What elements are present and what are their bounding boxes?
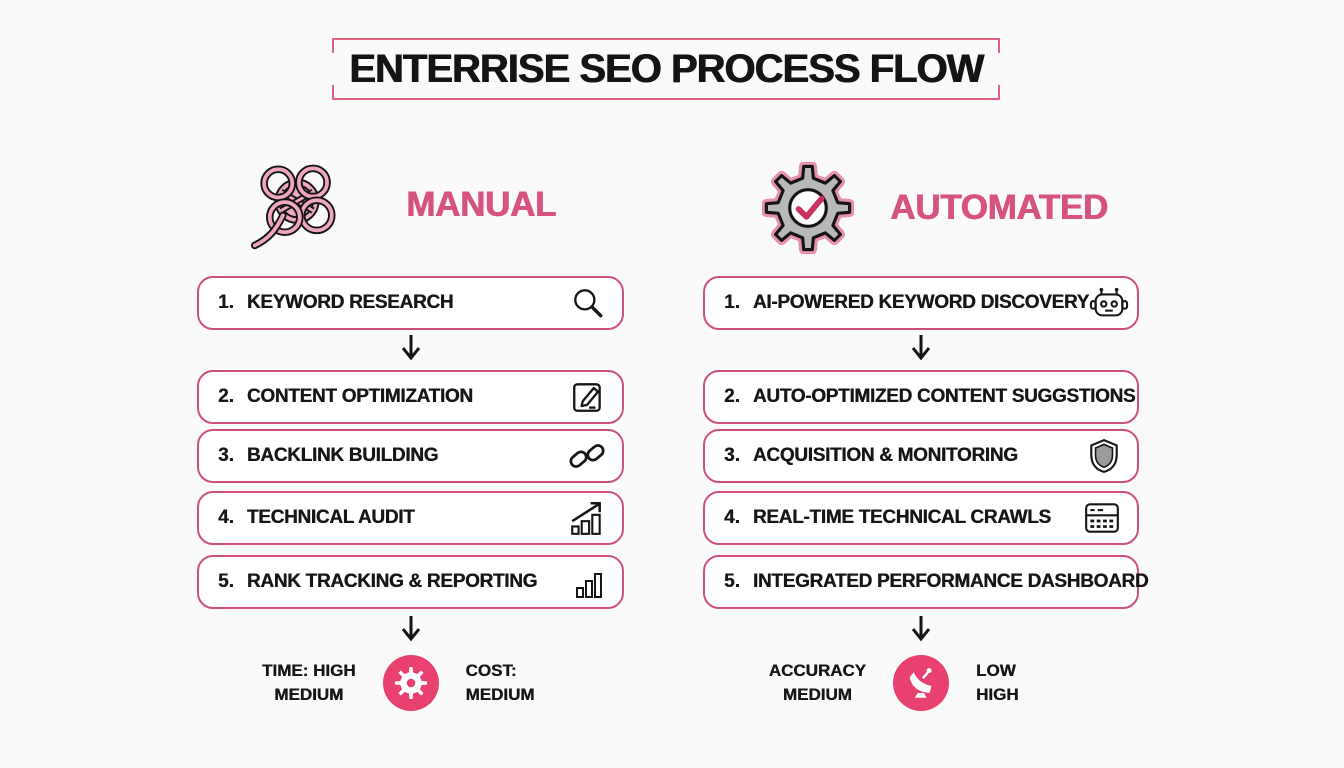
growth-chart-icon <box>568 499 606 537</box>
stat-line: HIGH <box>976 685 1019 704</box>
down-arrow-icon <box>908 333 934 363</box>
shield-icon <box>1087 438 1121 474</box>
stat-line: ACCURACY <box>768 661 866 681</box>
step-number: 5. <box>724 571 740 592</box>
step-number: 5. <box>218 571 234 592</box>
manual-step-4: 4. TECHNICAL AUDIT <box>197 491 624 545</box>
step-number: 1. <box>218 292 234 313</box>
automated-stats: ACCURACY MEDIUM LOW HIGH <box>703 650 1139 716</box>
title-frame: ENTERRISE SEO PROCESS FLOW <box>330 38 1002 100</box>
automated-column: 1. AI-POWERED KEYWORD DISCOVERY 2. AUTO-… <box>703 276 1149 722</box>
down-arrow-icon <box>398 333 424 363</box>
step-label: AUTO-OPTIMIZED CONTENT SUGGSTIONS <box>752 386 1136 407</box>
step-number: 1. <box>724 292 740 313</box>
automated-step-2: 2. AUTO-OPTIMIZED CONTENT SUGGSTIONS <box>703 370 1139 424</box>
gear-badge-icon <box>382 655 439 711</box>
stat-line: MEDIUM <box>465 685 535 704</box>
manual-header: MANUAL <box>250 158 556 252</box>
step-number: 2. <box>218 386 234 407</box>
down-arrow-icon <box>908 614 934 644</box>
manual-stats: TIME: HIGH MEDIUM COST: MEDIUM <box>197 650 624 716</box>
step-label: CONTENT OPTIMIZATION <box>246 386 473 407</box>
manual-step-2: 2. CONTENT OPTIMIZATION <box>197 370 624 424</box>
step-label: TECHNICAL AUDIT <box>246 507 415 528</box>
step-label: ACQUISITION & MONITORING <box>752 445 1018 466</box>
automated-label: AUTOMATED <box>890 188 1108 227</box>
step-label: BACKLINK BUILDING <box>246 445 439 466</box>
step-number: 4. <box>724 507 740 528</box>
time-stat: TIME: HIGH MEDIUM <box>262 659 356 707</box>
stat-line: MEDIUM <box>274 685 344 704</box>
edit-document-icon <box>570 379 606 415</box>
stat-line: COST: <box>465 661 517 681</box>
manual-label: MANUAL <box>406 185 556 224</box>
bar-chart-icon <box>572 565 606 599</box>
step-number: 2. <box>724 386 740 407</box>
magnifier-icon <box>570 285 606 321</box>
stat-line: MEDIUM <box>782 685 852 704</box>
automated-step-4: 4. REAL-TIME TECHNICAL CRAWLS <box>703 491 1139 545</box>
automated-step-1: 1. AI-POWERED KEYWORD DISCOVERY <box>703 276 1139 330</box>
step-number: 3. <box>218 445 234 466</box>
cost-stat: COST: MEDIUM <box>466 659 535 707</box>
step-number: 3. <box>724 445 740 466</box>
automated-step-3: 3. ACQUISITION & MONITORING <box>703 429 1139 483</box>
manual-step-3: 3. BACKLINK BUILDING <box>197 429 624 483</box>
stat-line: TIME: HIGH <box>262 661 356 681</box>
automated-header: AUTOMATED <box>761 161 1108 255</box>
robot-icon <box>1089 286 1129 320</box>
manual-column: 1. KEYWORD RESEARCH 2. CONTENT OPTIMIZAT… <box>197 276 624 722</box>
stat-line: LOW <box>976 661 1016 681</box>
low-high-stat: LOW HIGH <box>976 659 1019 707</box>
step-label: REAL-TIME TECHNICAL CRAWLS <box>752 507 1051 528</box>
step-label: INTEGRATED PERFORMANCE DASHBOARD <box>752 571 1149 592</box>
accuracy-stat: ACCURACY MEDIUM <box>769 659 866 707</box>
step-number: 4. <box>218 507 234 528</box>
down-arrow-icon <box>398 614 424 644</box>
manual-step-1: 1. KEYWORD RESEARCH <box>197 276 624 330</box>
gear-check-icon <box>761 161 855 255</box>
step-label: KEYWORD RESEARCH <box>246 292 454 313</box>
satellite-dish-icon <box>893 655 949 711</box>
automated-step-5: 5. INTEGRATED PERFORMANCE DASHBOARD <box>703 555 1149 609</box>
tangled-knot-icon <box>250 158 344 252</box>
dashboard-grid-icon <box>1083 501 1121 535</box>
page-title: ENTERRISE SEO PROCESS FLOW <box>348 46 984 91</box>
chain-link-icon <box>568 437 606 475</box>
step-label: AI-POWERED KEYWORD DISCOVERY <box>752 292 1089 313</box>
manual-step-5: 5. RANK TRACKING & REPORTING <box>197 555 624 609</box>
step-label: RANK TRACKING & REPORTING <box>246 571 538 592</box>
